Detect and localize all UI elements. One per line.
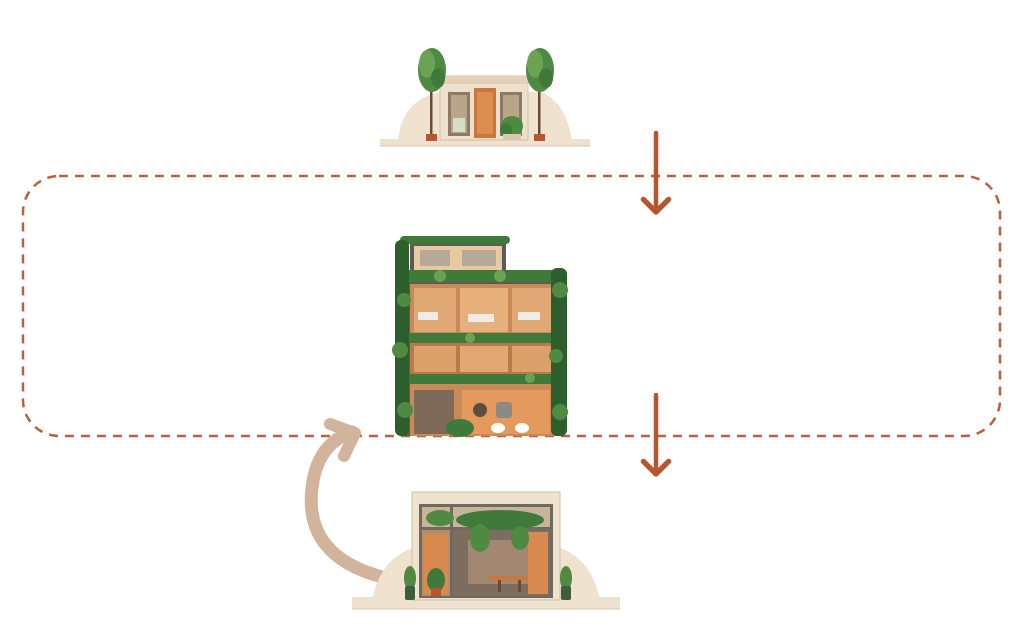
small-house-with-trees-icon: [380, 48, 590, 147]
return-arrow-cafe-to-building: [304, 418, 402, 587]
cycle-loop-dashed-border: [21, 174, 1002, 438]
cafe-storefront-with-plants-icon: [352, 491, 620, 610]
multi-storey-green-building-icon: [392, 236, 568, 437]
